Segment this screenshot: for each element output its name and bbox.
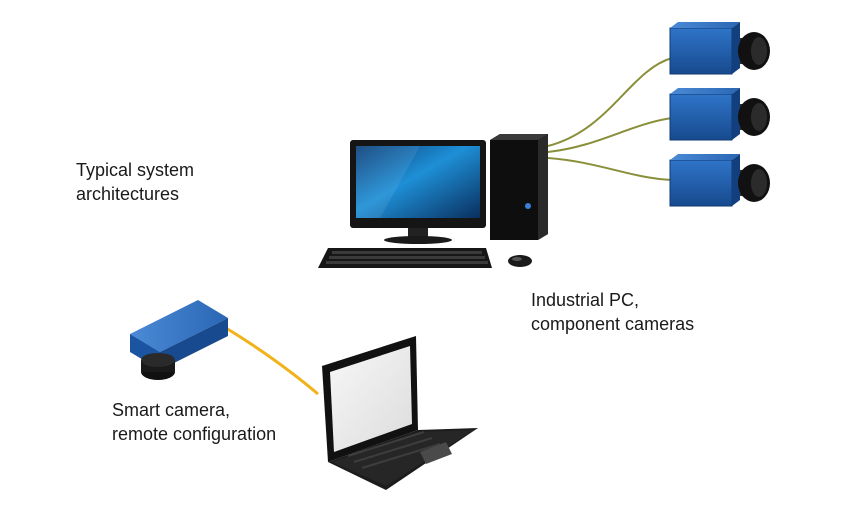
label-line: Smart camera, — [112, 400, 231, 420]
label-line: architectures — [76, 184, 180, 204]
pc-tower-icon — [490, 134, 548, 240]
label-line: component cameras — [531, 314, 695, 334]
label-line: remote configuration — [112, 424, 277, 444]
label-line: Typical system — [76, 160, 195, 180]
keyboard-icon — [318, 248, 492, 268]
smart-camera-icon — [130, 300, 228, 380]
label-smart-camera: Smart camera, remote configuration — [112, 398, 276, 446]
pc-camera-cables — [547, 57, 673, 181]
component-camera-icon — [669, 88, 770, 141]
label-line: Industrial PC, — [531, 290, 640, 310]
component-camera-icon — [669, 154, 770, 207]
component-camera-icon — [669, 22, 770, 75]
smart-camera-cable — [225, 326, 319, 396]
mouse-icon — [508, 255, 532, 267]
label-typical-architectures: Typical system architectures — [76, 158, 194, 206]
laptop-icon — [322, 336, 478, 490]
monitor-icon — [350, 140, 486, 244]
label-industrial-pc: Industrial PC, component cameras — [531, 288, 694, 336]
